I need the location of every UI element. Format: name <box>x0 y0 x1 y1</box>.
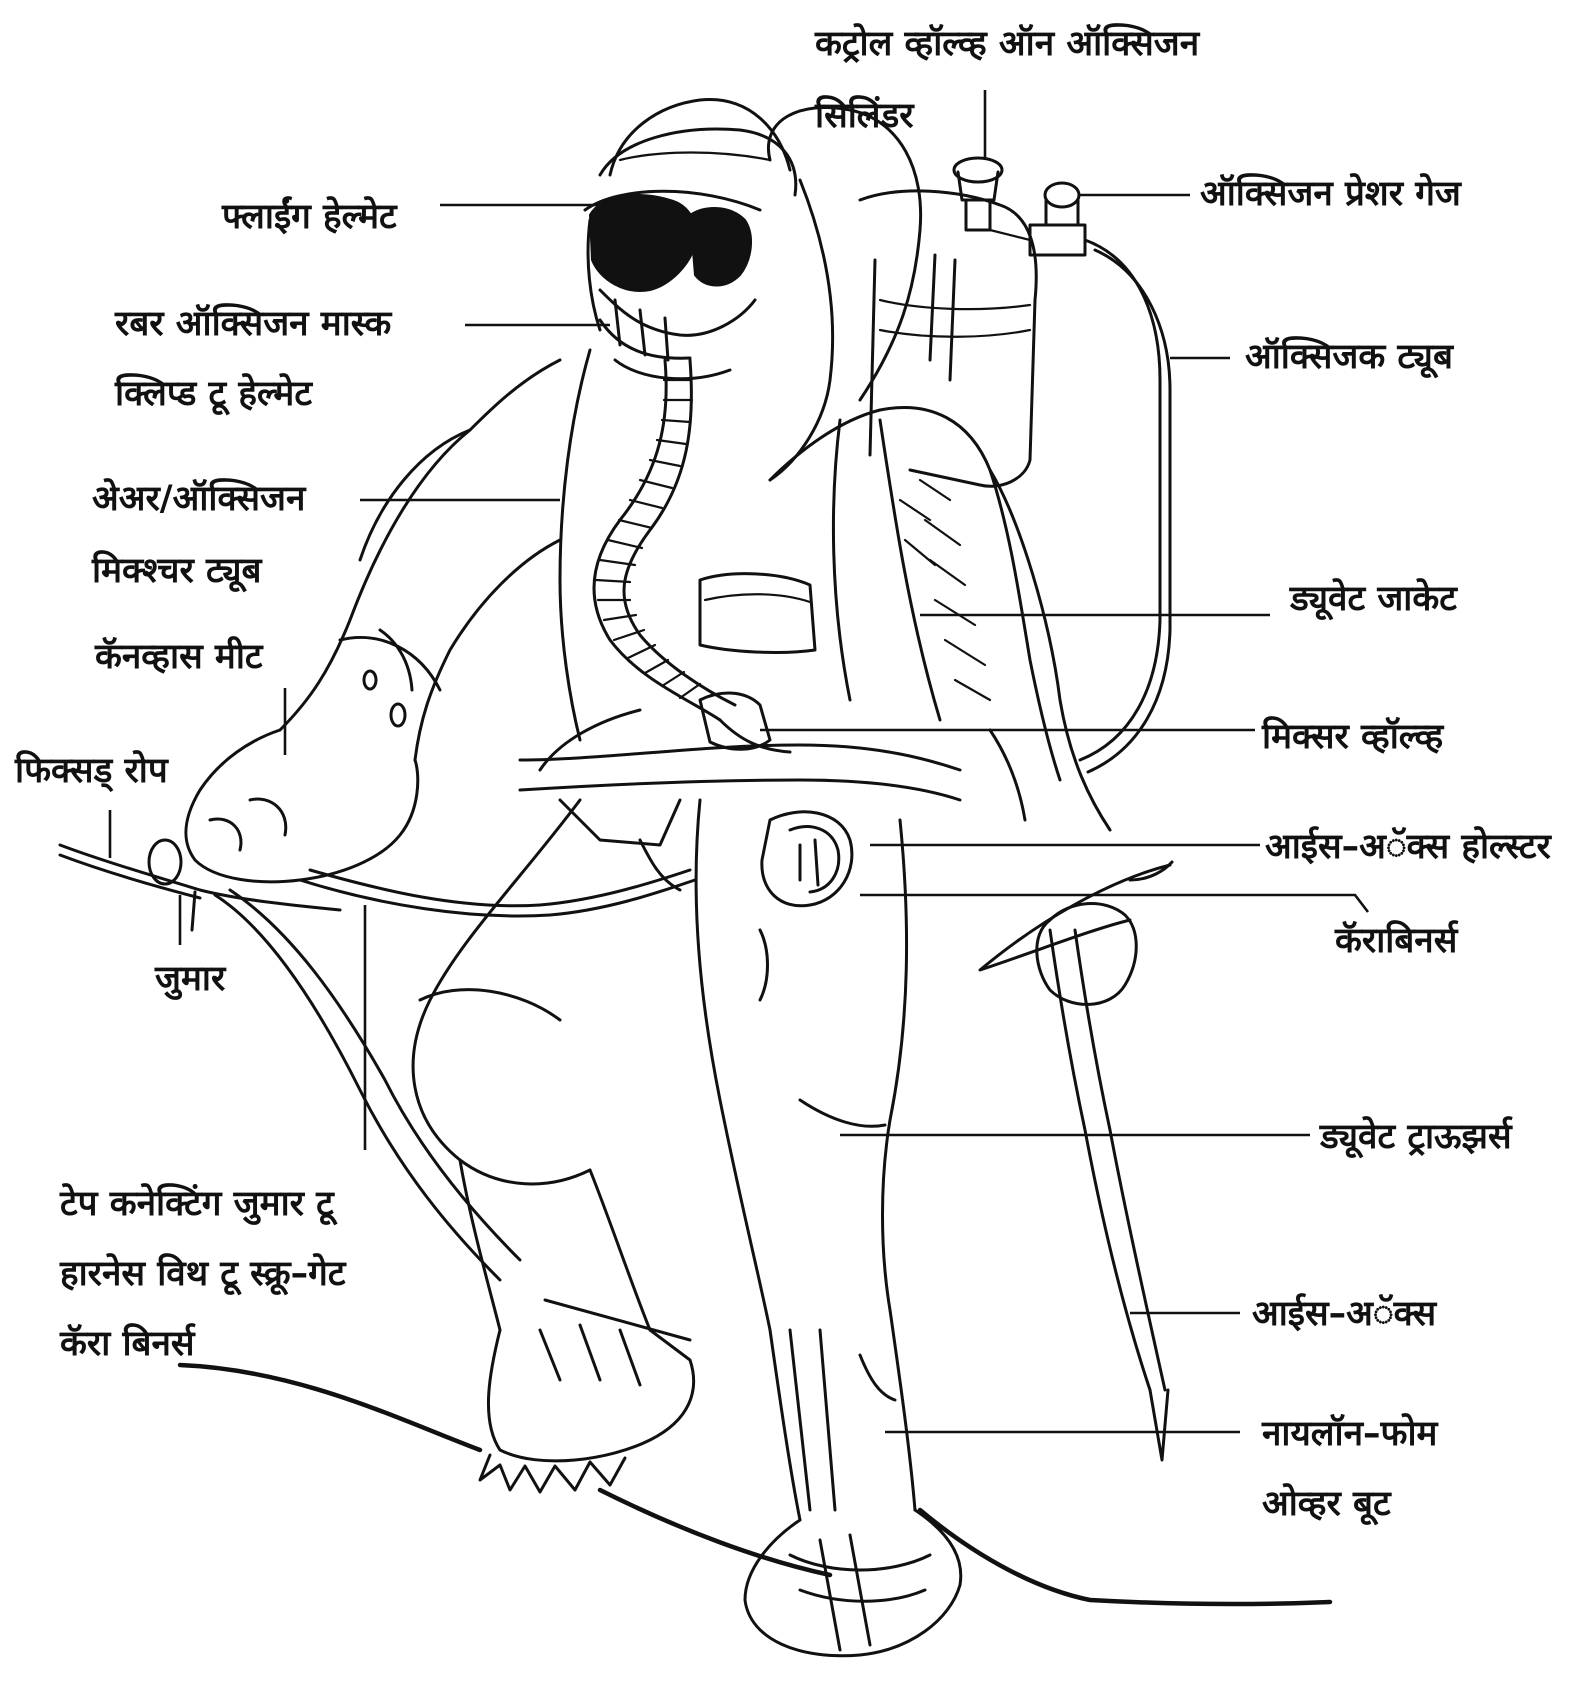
label-duvet-jacket: ड्यूवेट जाकेट <box>1289 578 1458 621</box>
label-pressure-gauge: ऑक्सिजन प्रेशर गेज <box>1200 173 1463 214</box>
label-mixer-valve: मिक्सर व्हॉल्व्ह <box>1261 716 1445 757</box>
label-helmet: फ्लाईंग हेल्मेट <box>221 196 398 237</box>
leader-lines <box>110 90 1368 1432</box>
harness-area <box>520 693 960 906</box>
labels: कट्रोल व्हॉल्व्ह ऑन ऑक्सिजन सिलिंडर ऑक्स… <box>14 23 1552 1526</box>
label-control-valve-2: सिलिंडर <box>814 95 915 136</box>
right-gaiter-boot <box>745 1310 961 1656</box>
label-mask-2: क्लिप्ड टू हेल्मेट <box>114 373 313 416</box>
label-tape-2: हारनेस विथ टू स्क्रू–गेट <box>59 1253 347 1296</box>
label-mixture-tube-2: मिक्श्चर ट्यूब <box>91 550 264 593</box>
label-ice-axe: आईस–अॅक्स <box>1252 1293 1438 1334</box>
label-jumar: जुमार <box>154 959 227 1000</box>
label-fixed-rope: फिक्सड् रोप <box>14 750 169 792</box>
left-boot-crampon <box>480 1300 694 1492</box>
label-mixture-tube-1: अेअर/ऑक्सिजन <box>92 478 307 519</box>
duvet-jacket <box>360 350 1110 830</box>
label-carabiners: कॅराबिनर्स <box>1334 920 1459 961</box>
label-control-valve-1: कट्रोल व्हॉल्व्ह ऑन ऑक्सिजन <box>814 23 1201 64</box>
label-boot-1: नायलॉन–फोम <box>1261 1413 1439 1454</box>
label-canvas-mitt: कॅनव्हास मीट <box>94 636 264 677</box>
label-oxygen-tube: ऑक्सिजक ट्यूब <box>1245 336 1455 379</box>
label-duvet-trousers: ड्यूवेट ट्राऊझर्स <box>1319 1116 1514 1159</box>
label-mask-1: रबर ऑक्सिजन मास्क <box>114 303 392 344</box>
label-tape-1: टेप कनेक्टिंग जुमार टू <box>59 1183 338 1226</box>
mixture-tube <box>594 360 735 720</box>
label-tape-3: कॅरा बिनर्स <box>59 1323 197 1364</box>
label-ice-axe-holster: आईस–अॅक्स होल्स्टर <box>1265 826 1552 867</box>
ice-axe <box>980 862 1172 1460</box>
oxygen-cylinder-pack <box>860 158 1170 772</box>
label-boot-2: ओव्हर बूट <box>1262 1483 1392 1526</box>
